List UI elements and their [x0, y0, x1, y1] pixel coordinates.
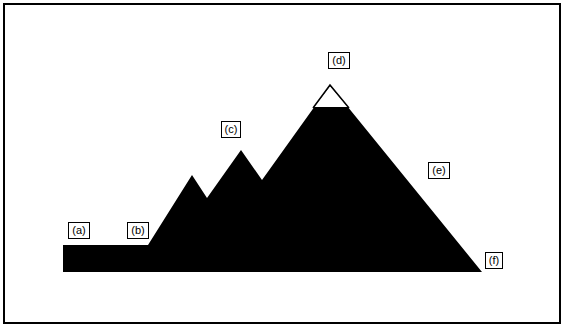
callout-label: (a) — [68, 222, 89, 239]
callout-label: (f) — [485, 252, 503, 269]
mountain-silhouette — [63, 85, 482, 272]
snow-cap — [314, 86, 348, 107]
frame — [4, 4, 560, 323]
callout-label: (c) — [221, 121, 242, 138]
snow-cap-outline — [313, 85, 349, 108]
callout-label: (d) — [328, 52, 349, 69]
callout-label: (b) — [127, 222, 148, 239]
callout-label: (e) — [428, 162, 449, 179]
